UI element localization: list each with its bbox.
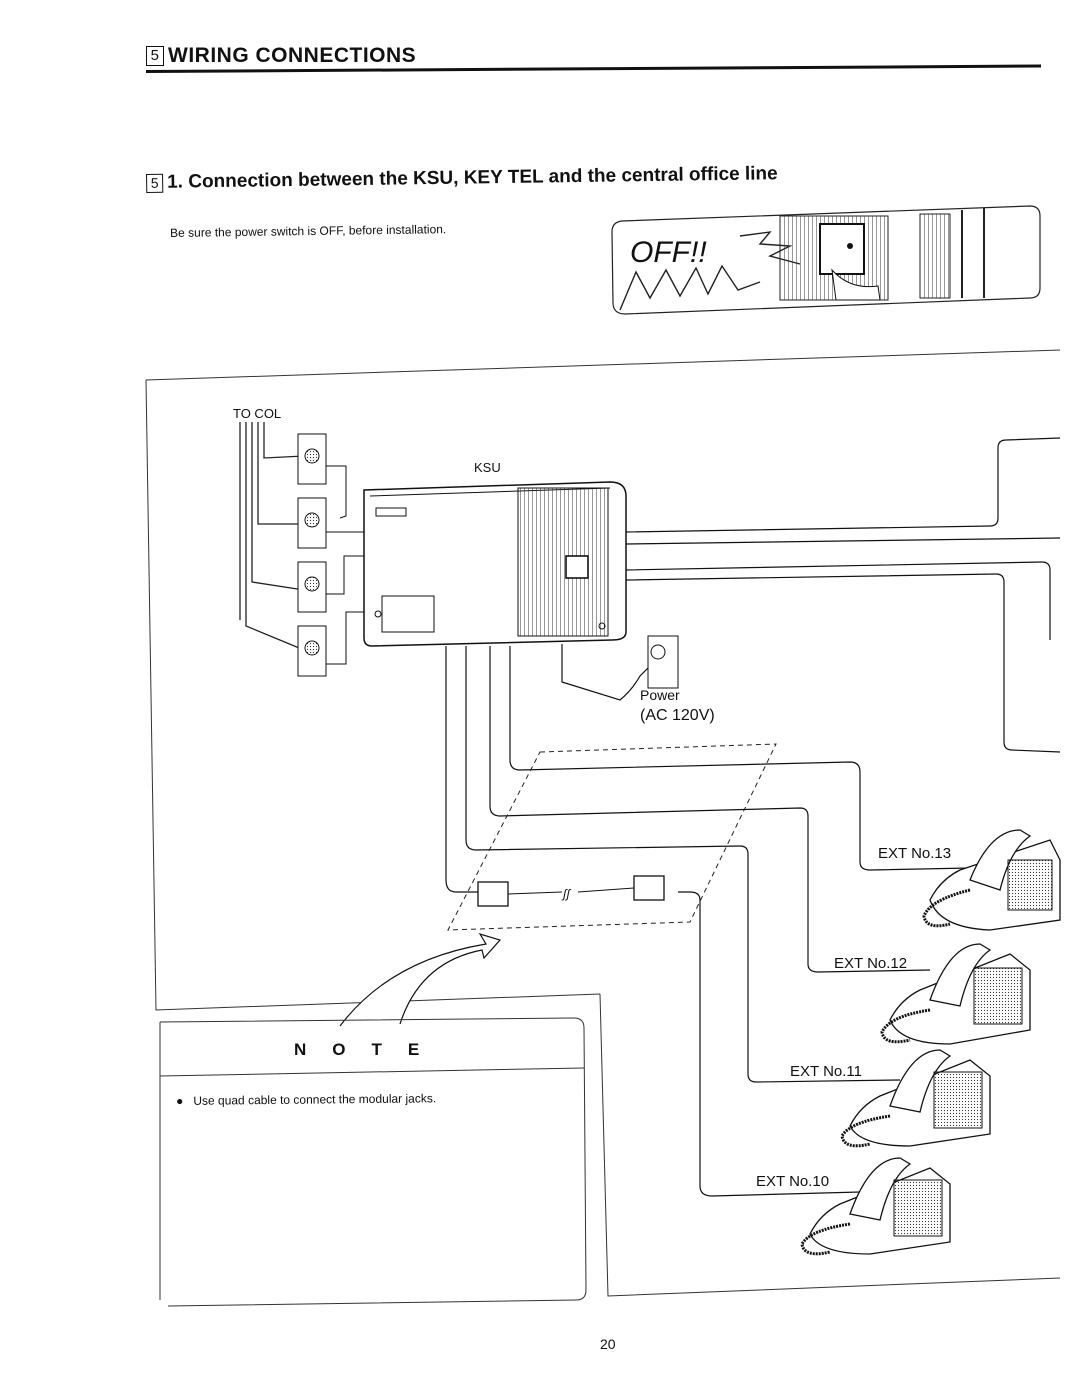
cable-break-symbol: ʃʃ: [561, 887, 571, 901]
ext-10-label: EXT No.10: [756, 1173, 829, 1190]
power-voltage-label: (AC 120V): [640, 707, 715, 724]
note-item-text: Use quad cable to connect the modular ja…: [193, 1091, 437, 1108]
to-col-label: TO COL: [233, 406, 281, 421]
header-title: WIRING CONNECTIONS: [168, 44, 417, 67]
key-telephone-ext-13-icon: [922, 829, 1061, 931]
cable-detail-outline: [447, 743, 777, 931]
page-number: 20: [600, 1336, 616, 1352]
off-text: OFF!!: [630, 236, 707, 269]
extension-cables: [445, 437, 1061, 1197]
modular-jack-3: [297, 555, 364, 613]
diagram-frame: [145, 349, 1061, 1297]
note-item: ● Use quad cable to connect the modular j…: [176, 1091, 436, 1108]
page-header: 5 WIRING CONNECTIONS: [146, 44, 416, 68]
modular-jack-4: [297, 611, 364, 677]
power-outlet: [561, 635, 679, 701]
col-lines: [239, 422, 305, 651]
ksu-label: KSU: [474, 460, 501, 475]
modular-jack-1: [297, 433, 347, 519]
ext-12-label: EXT No.12: [834, 955, 907, 972]
ksu-unit: [363, 481, 627, 647]
modular-jack-2: [297, 497, 364, 549]
off-illustration: OFF!!: [611, 205, 1041, 315]
note-pointer-arrow: [339, 932, 502, 1027]
note-title: NOTE: [294, 1040, 446, 1059]
key-telephone-ext-10-icon: [800, 1157, 951, 1256]
cable-break-detail: ʃʃ: [477, 875, 665, 907]
note-box: [159, 1017, 587, 1307]
ext-13-label: EXT No.13: [878, 845, 951, 862]
power-label: Power: [640, 687, 680, 703]
wall-switch-icon: [779, 215, 889, 301]
header-section-number: 5: [146, 46, 164, 66]
key-telephone-ext-12-icon: [880, 943, 1031, 1045]
note-bullet: ●: [176, 1093, 184, 1108]
key-telephone-ext-11-icon: [840, 1049, 991, 1148]
ksu-power-switch-icon: [565, 555, 589, 579]
ext-11-label: EXT No.11: [790, 1063, 862, 1080]
